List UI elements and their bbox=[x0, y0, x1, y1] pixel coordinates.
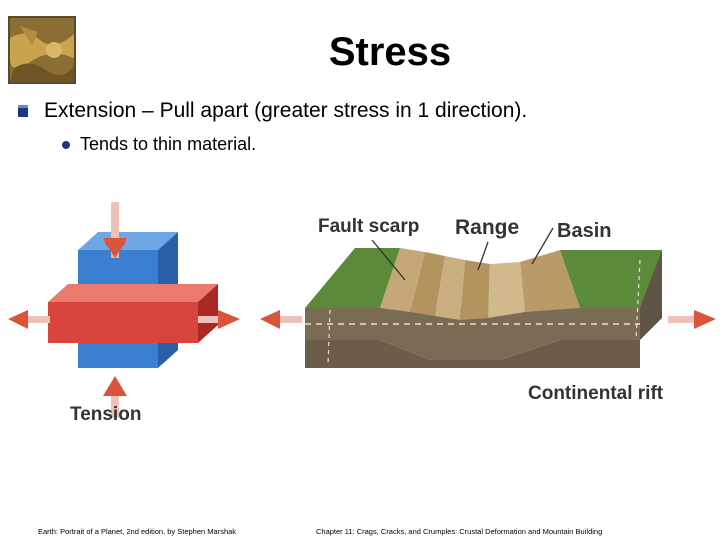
round-bullet-icon bbox=[62, 141, 70, 150]
rock-thumbnail bbox=[8, 16, 76, 84]
rift-arrow-left-icon bbox=[260, 310, 302, 329]
square-bullet-icon bbox=[18, 105, 28, 118]
range-label: Range bbox=[455, 216, 519, 239]
bullet-extension: Extension – Pull apart (greater stress i… bbox=[18, 99, 527, 123]
footer-chapter: Chapter 11: Crags, Cracks, and Crumples:… bbox=[316, 527, 603, 536]
arrow-top-icon bbox=[103, 202, 127, 258]
bullet-thin-material-text: Tends to thin material. bbox=[80, 134, 257, 154]
tension-block bbox=[48, 232, 218, 368]
basin-leader bbox=[531, 227, 554, 265]
slide-title: Stress bbox=[328, 30, 452, 74]
tension-label: Tension bbox=[70, 404, 141, 425]
arrow-right-icon bbox=[198, 310, 240, 329]
range-leader bbox=[477, 241, 489, 271]
bullet-thin-material: Tends to thin material. bbox=[62, 134, 256, 155]
continental-rift-label: Continental rift bbox=[528, 383, 664, 404]
extension-figure: Tension bbox=[0, 200, 720, 440]
bullet-extension-text: Extension – Pull apart (greater stress i… bbox=[44, 99, 528, 122]
fault-scarp-label: Fault scarp bbox=[318, 216, 419, 237]
arrow-bottom-icon bbox=[103, 376, 127, 418]
rift-arrow-right-icon bbox=[668, 310, 716, 329]
footer-source: Earth: Portrait of a Planet, 2nd edition… bbox=[38, 527, 237, 536]
fault-scarp-leader bbox=[371, 239, 406, 281]
rift-block bbox=[305, 248, 662, 368]
basin-label: Basin bbox=[557, 220, 611, 242]
arrow-left-icon bbox=[8, 310, 50, 329]
